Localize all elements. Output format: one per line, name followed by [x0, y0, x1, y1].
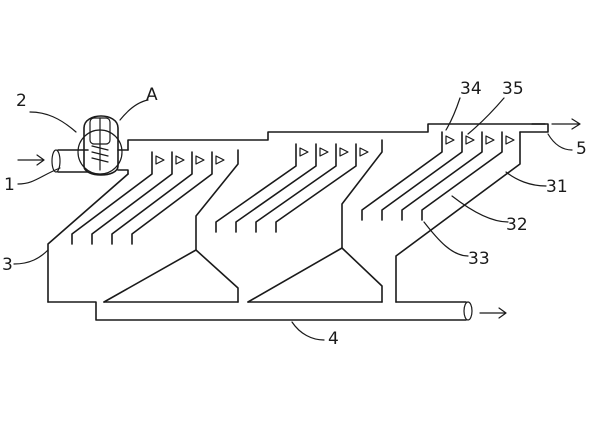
label-33: 33	[468, 249, 490, 269]
label-1: 1	[4, 175, 15, 195]
leader-1	[17, 167, 61, 185]
rotor-to-housing	[117, 149, 129, 175]
inlet-pipe-end	[51, 149, 61, 173]
inlet-arrow	[17, 154, 45, 166]
right-wall	[395, 131, 521, 303]
label-31: 31	[546, 177, 568, 197]
partition-1	[103, 149, 239, 303]
leader-4	[291, 321, 325, 341]
partition-2	[247, 139, 383, 303]
label-5: 5	[576, 139, 587, 159]
label-34: 34	[460, 79, 482, 99]
housing-side-wall	[47, 173, 129, 303]
chamber-2-tubes	[215, 143, 369, 233]
chamber-3-tubes	[361, 131, 515, 221]
leader-A	[119, 99, 149, 121]
leader-34	[445, 97, 461, 131]
hopper-2-right	[341, 247, 383, 303]
outlet-pipe	[519, 123, 549, 133]
bottom-arrow	[479, 307, 507, 319]
leader-35	[467, 97, 505, 135]
leader-2	[29, 111, 77, 133]
bottom-pipe	[47, 301, 467, 321]
leader-5	[547, 133, 573, 151]
label-A: A	[146, 85, 158, 105]
outlet-arrow	[551, 118, 581, 130]
leader-31	[505, 171, 547, 187]
hopper-1-right	[195, 249, 239, 303]
housing-top-contour	[127, 123, 546, 151]
leader-32	[451, 195, 509, 223]
inlet-pipe	[57, 149, 89, 173]
bottom-pipe-end	[463, 301, 473, 321]
leader-3	[13, 249, 49, 265]
label-2: 2	[16, 91, 27, 111]
label-35: 35	[502, 79, 524, 99]
label-3: 3	[2, 255, 13, 275]
rotor-housing	[83, 115, 119, 176]
rotor-shaft	[91, 117, 109, 171]
label-32: 32	[506, 215, 528, 235]
leader-33	[423, 221, 469, 257]
chamber-1-tubes	[71, 151, 225, 245]
label-4: 4	[328, 329, 339, 349]
